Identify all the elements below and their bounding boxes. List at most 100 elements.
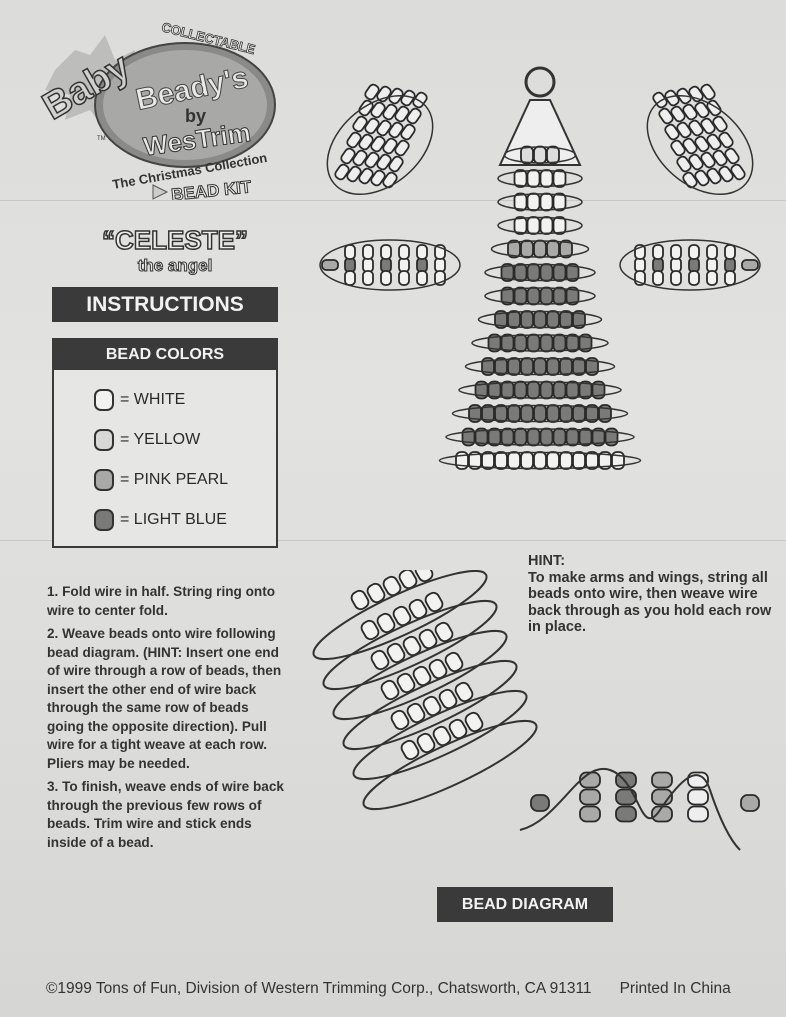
bead-swatch-icon <box>94 469 114 491</box>
bead <box>579 788 601 806</box>
bead <box>724 257 736 273</box>
bead <box>559 404 573 423</box>
bead <box>572 310 586 329</box>
bead-swatch-icon <box>94 509 114 531</box>
bead <box>615 805 637 823</box>
bead <box>658 107 674 125</box>
bead <box>591 427 606 447</box>
wire-loop <box>484 263 596 282</box>
bead <box>398 244 410 260</box>
legend-label: = YELLOW <box>120 431 201 448</box>
weave-diagram <box>312 570 760 851</box>
bead <box>494 310 508 329</box>
bead <box>687 805 709 823</box>
wire-loop <box>464 357 616 376</box>
bead <box>552 263 567 282</box>
bead <box>676 121 692 139</box>
wire-loop <box>342 659 518 751</box>
wire-loop <box>619 239 761 291</box>
bead <box>664 123 680 141</box>
bead <box>364 117 380 135</box>
bead <box>533 145 547 165</box>
wire-loop <box>477 310 603 329</box>
fold-line <box>0 200 786 201</box>
bead <box>539 216 554 235</box>
bead-swatch-icon <box>94 389 114 411</box>
bead <box>539 380 554 400</box>
bead <box>526 169 541 188</box>
bead <box>513 192 528 212</box>
bead <box>533 404 547 423</box>
bead <box>380 244 392 260</box>
bead <box>559 239 573 259</box>
bead <box>533 451 547 470</box>
wire-loop <box>352 689 528 781</box>
bead <box>552 192 567 212</box>
bead <box>481 357 495 376</box>
bead <box>520 451 534 470</box>
bead <box>370 169 386 187</box>
bead <box>578 333 593 353</box>
bead <box>598 451 612 470</box>
bead <box>552 216 567 235</box>
bead <box>526 333 541 353</box>
bead <box>565 427 580 447</box>
bead <box>565 263 580 282</box>
bead <box>526 192 541 212</box>
hint-text: To make arms and wings, string all beads… <box>528 569 772 636</box>
svg-text:BEAD KIT: BEAD KIT <box>170 177 252 200</box>
bead <box>500 380 515 400</box>
bead <box>526 216 541 235</box>
bead <box>652 244 664 260</box>
legend-item-white: = WHITE <box>94 389 185 411</box>
bead <box>406 107 422 125</box>
bead <box>526 263 541 282</box>
bead <box>552 286 567 306</box>
bead <box>572 451 586 470</box>
wire-loop <box>503 146 577 164</box>
bead <box>706 244 718 260</box>
bead <box>513 427 528 447</box>
bead <box>394 105 410 123</box>
bead <box>688 244 700 260</box>
bead <box>634 257 646 273</box>
bead <box>585 404 599 423</box>
bead <box>376 612 396 634</box>
bead <box>530 794 550 812</box>
wire-loop <box>451 404 629 423</box>
bead <box>565 380 580 400</box>
bead <box>390 709 410 731</box>
wire-loop <box>319 239 461 291</box>
wire-loop <box>497 193 583 211</box>
wire-loop <box>445 428 635 446</box>
bead <box>376 119 392 137</box>
instruction-steps: 1. Fold wire in half. String ring onto w… <box>47 583 287 857</box>
bead <box>380 270 392 286</box>
bead <box>364 83 380 101</box>
bead <box>340 147 356 165</box>
bead <box>539 286 554 306</box>
bead <box>730 163 746 181</box>
bead <box>526 380 541 400</box>
bead <box>474 427 489 447</box>
wire <box>519 767 741 851</box>
bead <box>552 427 567 447</box>
legend-label: = PINK PEARL <box>120 471 229 488</box>
bead <box>533 310 547 329</box>
bead <box>358 133 374 151</box>
bead <box>718 165 734 183</box>
bead <box>364 151 380 169</box>
bead <box>688 270 700 286</box>
bead <box>370 101 386 119</box>
bead <box>366 582 386 604</box>
bead <box>400 739 420 761</box>
wire-loop <box>471 334 609 352</box>
bead <box>520 145 534 165</box>
bead <box>539 169 554 188</box>
bead <box>520 404 534 423</box>
bead <box>740 794 760 812</box>
bead <box>539 427 554 447</box>
bead <box>533 357 547 376</box>
bead <box>688 119 704 137</box>
bead <box>500 286 515 306</box>
